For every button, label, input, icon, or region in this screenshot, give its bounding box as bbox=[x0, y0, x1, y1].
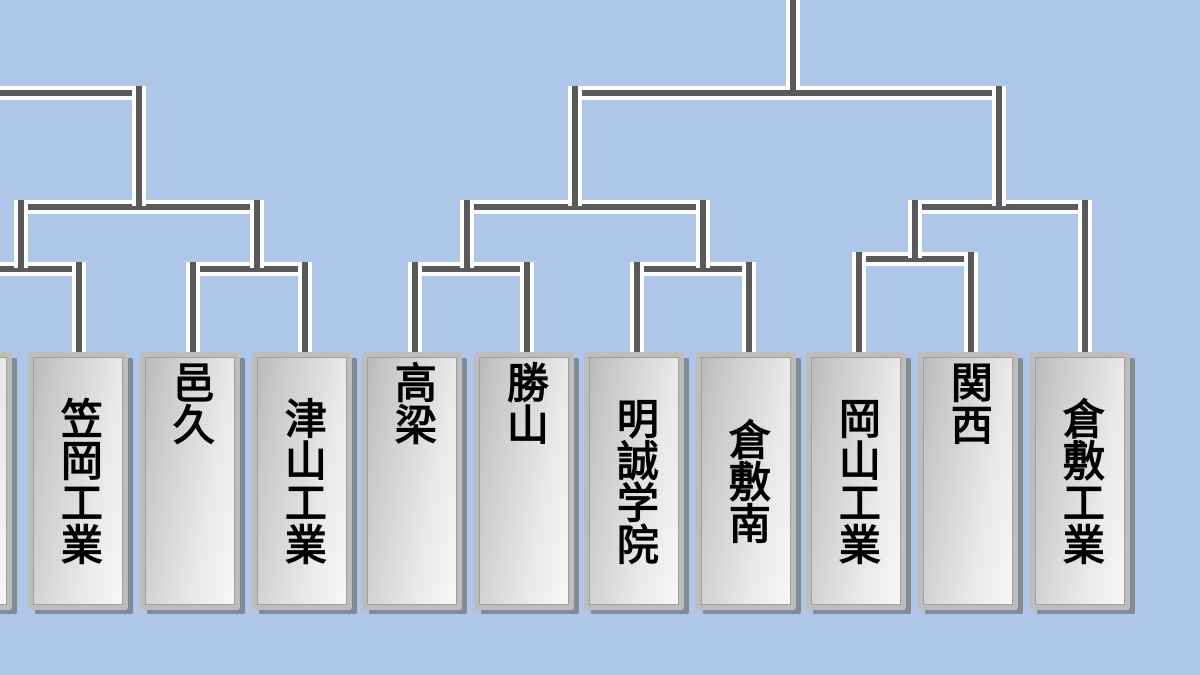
r2-stem-right-m6 bbox=[250, 200, 264, 268]
team-plaque-okayama-kogyo[interactable]: 岡山工業 bbox=[806, 352, 906, 610]
r2-stem-right-m7 bbox=[696, 200, 710, 268]
r3-connector-m10 bbox=[568, 86, 998, 100]
team-plaque-kanzei[interactable]: 関西 bbox=[918, 352, 1018, 610]
r1-stem-t3 bbox=[298, 262, 312, 358]
r1-connector-m2 bbox=[186, 262, 304, 276]
r2-stem-left-m7 bbox=[460, 200, 474, 268]
r1-stem-t6 bbox=[630, 262, 644, 358]
team-plaque-katsuyama[interactable]: 勝山 bbox=[474, 352, 574, 610]
final-stem bbox=[786, 0, 800, 90]
team-plaque-kurashiki-minami[interactable]: 倉敷南 bbox=[696, 352, 796, 610]
team-name-1: 笠岡工業 bbox=[54, 397, 104, 565]
team-plaque-oku[interactable]: 邑久 bbox=[140, 352, 240, 610]
r3-connector-m9 bbox=[0, 86, 138, 100]
r1-stem-t4 bbox=[408, 262, 422, 358]
team-name-3: 津山工業 bbox=[278, 397, 328, 565]
team-plaque-takahashi[interactable]: 高梁 bbox=[362, 352, 462, 610]
team-name-10: 倉敷工業 bbox=[1056, 397, 1106, 565]
team-name-9: 関西 bbox=[944, 361, 994, 445]
r2-stem-t10 bbox=[1078, 200, 1092, 358]
r1-stem-t8 bbox=[852, 252, 866, 358]
r2-stem-left-m6 bbox=[14, 200, 28, 268]
r3-stem-right-m10 bbox=[992, 86, 1006, 206]
team-name-5: 勝山 bbox=[500, 361, 550, 445]
team-name-7: 倉敷南 bbox=[722, 418, 772, 544]
r2-stem-left-m8 bbox=[908, 200, 922, 258]
team-plaque-0[interactable] bbox=[0, 352, 12, 610]
team-name-4: 高梁 bbox=[388, 361, 438, 445]
r1-connector-m4 bbox=[630, 262, 748, 276]
r1-stem-t5 bbox=[520, 262, 534, 358]
team-name-2: 邑久 bbox=[166, 361, 216, 445]
r3-stem-left-m10 bbox=[568, 86, 582, 206]
team-plaque-kurashiki-kogyo[interactable]: 倉敷工業 bbox=[1030, 352, 1130, 610]
team-plaque-meisei-gakuin[interactable]: 明誠学院 bbox=[584, 352, 684, 610]
r1-stem-t2 bbox=[186, 262, 200, 358]
r1-stem-t1 bbox=[72, 262, 86, 358]
team-name-8: 岡山工業 bbox=[832, 397, 882, 565]
r1-stem-t9 bbox=[964, 252, 978, 358]
r3-stem-right-m9 bbox=[132, 86, 146, 206]
team-name-6: 明誠学院 bbox=[610, 397, 660, 565]
team-plaque-kasaoka-kogyo[interactable]: 笠岡工業 bbox=[28, 352, 128, 610]
r1-stem-t7 bbox=[742, 262, 756, 358]
team-plaque-tsuyama-kogyo[interactable]: 津山工業 bbox=[252, 352, 352, 610]
